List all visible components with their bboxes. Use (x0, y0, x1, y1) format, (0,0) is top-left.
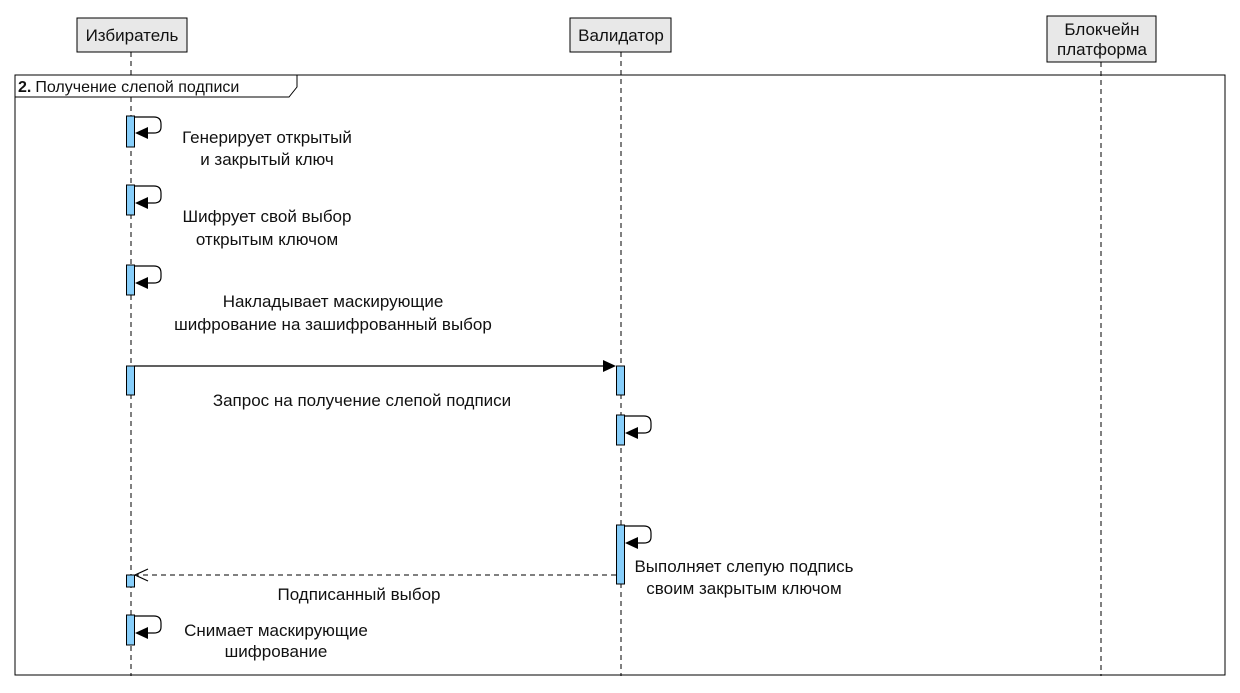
sync-message (134, 360, 616, 372)
arrowhead (625, 427, 638, 439)
message-label: шифрование (225, 642, 328, 661)
activation-bar (126, 184, 135, 216)
self-message (134, 615, 162, 639)
participant-name: платформа (1057, 40, 1148, 59)
self-arrow (134, 116, 162, 134)
activation-bar (126, 115, 135, 148)
message-label: шифрование на зашифрованный выбор (174, 315, 492, 334)
participant-voter: Избиратель (76, 17, 188, 53)
frame-title-tab (14, 74, 298, 98)
message-label: своим закрытым ключом (646, 579, 841, 598)
self-arrow (134, 615, 162, 634)
frame-title: 2.Получение слепой подписи (18, 79, 239, 96)
self-arrow (134, 265, 162, 284)
self-arrow (624, 415, 652, 434)
self-message (624, 525, 652, 549)
arrowhead (135, 277, 148, 289)
open-arrowhead (133, 568, 149, 582)
message-label: Генерирует открытый (182, 128, 352, 147)
frame: 2.Получение слепой подписи (14, 74, 1226, 676)
frame-border (14, 74, 1226, 676)
participant-box (569, 17, 672, 53)
activation-bar (126, 574, 135, 588)
activation-bar (126, 264, 135, 296)
participant-validator: Валидатор (569, 17, 672, 53)
participant-box (1046, 15, 1157, 63)
message-labels: Генерирует открытый и закрытый ключ Шифр… (174, 128, 853, 661)
arrowhead (135, 127, 148, 139)
participant-blockchain: Блокчейн платформа (1046, 15, 1157, 63)
self-message (134, 185, 162, 209)
return-message (133, 568, 616, 582)
participant-name: Блокчейн (1064, 20, 1139, 39)
activation-bar (616, 365, 625, 396)
self-message (624, 415, 652, 439)
message-label: Накладывает маскирующие (223, 292, 444, 311)
message-label: Шифрует свой выбор (183, 207, 352, 226)
activation-bar (616, 414, 625, 446)
activation-bar (126, 614, 135, 646)
arrowhead (135, 197, 148, 209)
message-label: открытым ключом (196, 230, 338, 249)
lifelines (130, 52, 1102, 676)
arrowhead (135, 627, 148, 639)
activation-bar (126, 365, 135, 396)
activation-bar (616, 524, 625, 585)
self-message (134, 265, 162, 289)
participant-name: Валидатор (578, 26, 664, 45)
message-label: Запрос на получение слепой подписи (213, 391, 511, 410)
activations (126, 115, 625, 646)
participant-box (76, 17, 188, 53)
message-label: и закрытый ключ (200, 150, 334, 169)
self-arrow (134, 185, 162, 204)
message-label: Подписанный выбор (278, 585, 441, 604)
arrowhead (603, 360, 616, 372)
message-label: Выполняет слепую подпись (634, 557, 853, 576)
arrowhead (625, 537, 638, 549)
self-message (134, 116, 162, 139)
message-label: Снимает маскирующие (184, 621, 368, 640)
self-arrow (624, 525, 652, 544)
participant-name: Избиратель (86, 26, 179, 45)
